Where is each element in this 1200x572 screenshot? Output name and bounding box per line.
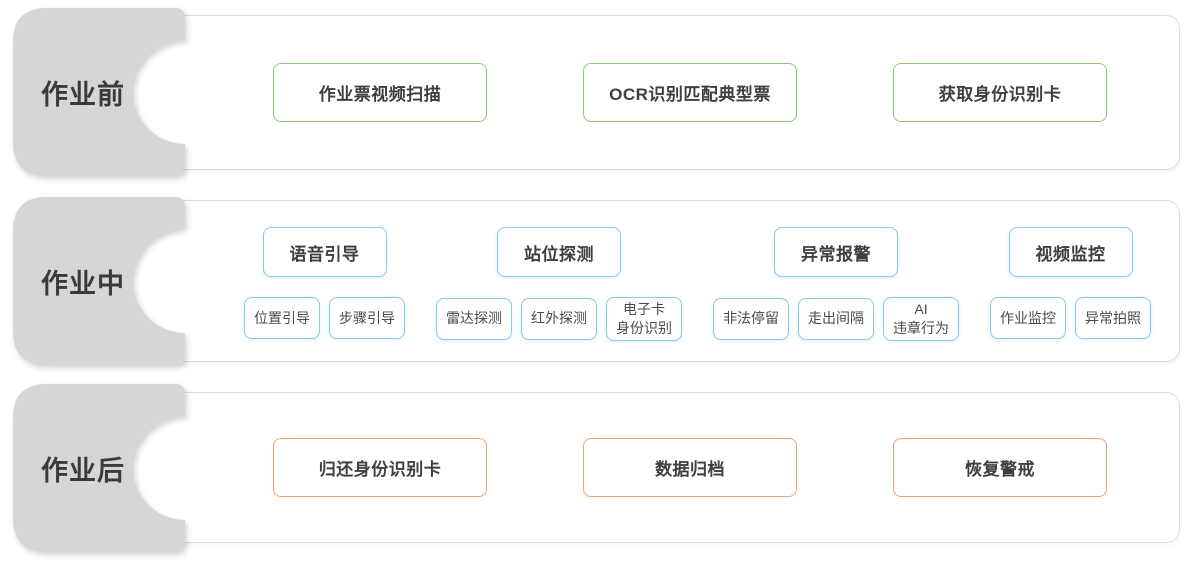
group-abnormal-alarm: 异常报警 非法停留 走出间隔 AI 违章行为 [713,227,959,341]
box-abnormal-alarm: 异常报警 [774,227,898,277]
box-step-guidance: 步骤引导 [329,297,405,339]
box-work-monitoring: 作业监控 [990,297,1066,339]
box-abnormal-photo: 异常拍照 [1075,297,1151,339]
box-ai-violation-behavior: AI 违章行为 [883,297,959,341]
sub-row: 雷达探测 红外探测 电子卡 身份识别 [436,297,682,341]
box-get-id-card: 获取身份识别卡 [893,63,1107,122]
tab-shape [13,197,185,365]
sub-row: 作业监控 异常拍照 [990,297,1151,339]
box-infrared-detection: 红外探测 [521,297,597,340]
tab-shape [13,384,185,552]
sub-row: 非法停留 走出间隔 AI 违章行为 [713,297,959,341]
box-leaving-interval: 走出间隔 [798,297,874,340]
box-data-archiving: 数据归档 [583,438,797,497]
phase-tab-before-work: 作业前 [13,8,185,176]
phase-tab-after-work: 作业后 [13,384,185,552]
box-video-monitoring: 视频监控 [1008,227,1133,277]
box-position-guidance: 位置引导 [244,297,320,339]
box-ticket-video-scan: 作业票视频扫描 [273,63,487,122]
panel-during-work: 语音引导 位置引导 步骤引导 站位探测 雷达探测 红外探测 电子卡 身份识别 异… [100,200,1180,362]
phase-label-before-work: 作业前 [41,79,125,110]
panel-after-work: 归还身份识别卡 数据归档 恢复警戒 [100,392,1180,543]
group-voice-guidance: 语音引导 位置引导 步骤引导 [244,227,405,339]
box-ocr-match-typical-ticket: OCR识别匹配典型票 [583,63,797,122]
box-ecard-id-recognition: 电子卡 身份识别 [606,297,682,341]
box-radar-detection: 雷达探测 [436,297,512,340]
phase-label-after-work: 作业后 [41,455,125,486]
group-position-detection: 站位探测 雷达探测 红外探测 电子卡 身份识别 [436,227,682,341]
box-voice-guidance: 语音引导 [262,227,387,277]
tab-shape [13,8,185,176]
box-return-id-card: 归还身份识别卡 [273,438,487,497]
box-restore-alert: 恢复警戒 [893,438,1107,497]
box-illegal-stay: 非法停留 [713,297,789,340]
sub-row: 位置引导 步骤引导 [244,297,405,339]
group-video-monitoring: 视频监控 作业监控 异常拍照 [990,227,1151,339]
box-position-detection: 站位探测 [497,227,621,277]
phase-label-during-work: 作业中 [41,268,125,299]
panel-before-work: 作业票视频扫描 OCR识别匹配典型票 获取身份识别卡 [100,15,1180,170]
phase-tab-during-work: 作业中 [13,197,185,365]
